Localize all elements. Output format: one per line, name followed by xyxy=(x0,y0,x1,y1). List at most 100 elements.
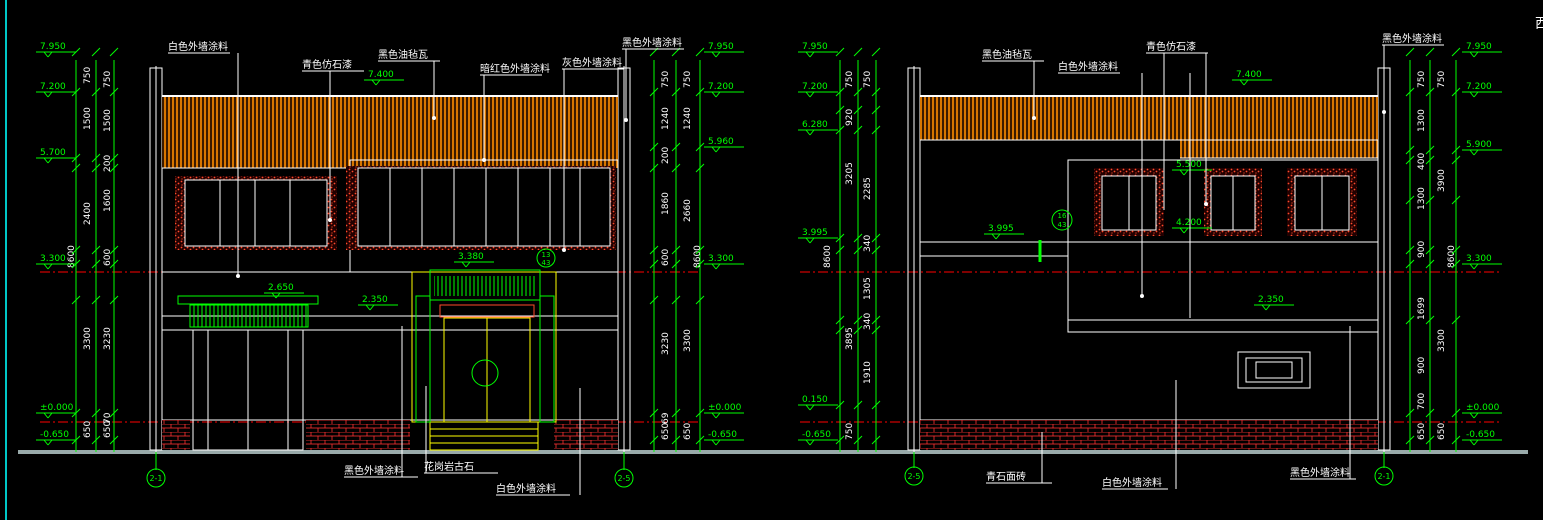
dimension-value: 3300 xyxy=(83,327,93,350)
dimension-value: 650 xyxy=(103,421,113,438)
dimension-value: 750 xyxy=(83,67,93,84)
level-mark: 3.380 xyxy=(458,252,484,262)
dimension-value: 750 xyxy=(845,423,855,440)
dimension-value: 1600 xyxy=(103,189,113,212)
level-mark: -0.650 xyxy=(708,430,737,440)
level-mark: 3.995 xyxy=(988,224,1014,234)
level-mark: 4.200 xyxy=(1176,218,1202,228)
level-mark: 3.300 xyxy=(40,254,66,264)
level-mark: 3.300 xyxy=(1466,254,1492,264)
dimension-value: 1240 xyxy=(683,107,693,130)
level-mark: 6.280 xyxy=(802,120,828,130)
dimension-value: 700 xyxy=(1417,393,1427,410)
dimension-value: 1500 xyxy=(103,109,113,132)
level-mark: -0.650 xyxy=(802,430,831,440)
svg-text:16: 16 xyxy=(1058,212,1067,220)
dimension-value: 1305 xyxy=(863,277,873,300)
dimension-value: 400 xyxy=(1417,153,1427,170)
dimension-total: 8600 xyxy=(67,245,77,268)
dimension-value: 750 xyxy=(683,71,693,88)
material-label: 黑色外墙涂料 xyxy=(344,464,404,477)
dimension-value: 69 xyxy=(661,412,671,424)
dimension-value: 200 xyxy=(103,155,113,172)
detail-ref-right xyxy=(1051,209,1073,231)
detail-ref-left xyxy=(536,248,556,268)
material-label: 白色外墙涂料 xyxy=(168,40,228,53)
material-label: 黑色外墙涂料 xyxy=(622,36,682,49)
svg-text:2-1: 2-1 xyxy=(149,474,162,483)
door-knocker-ornament xyxy=(471,359,499,387)
dimension-value: 750 xyxy=(863,71,873,88)
level-mark: ±0.000 xyxy=(1466,403,1500,413)
dimension-value: 200 xyxy=(661,147,671,164)
svg-text:43: 43 xyxy=(1058,221,1067,229)
dimension-value: 900 xyxy=(1417,241,1427,258)
dimension-value: 750 xyxy=(1417,71,1427,88)
dimension-value: 3300 xyxy=(683,329,693,352)
dimension-value: 600 xyxy=(661,249,671,266)
grid-bubble-left-r xyxy=(904,466,924,486)
dimension-value: 3900 xyxy=(1437,169,1447,192)
level-mark: 7.400 xyxy=(1236,70,1262,80)
dimension-value: 1240 xyxy=(661,107,671,130)
grid-bubble-right-r xyxy=(1374,466,1394,486)
level-mark: 7.200 xyxy=(802,82,828,92)
material-label: 黑色外墙涂料 xyxy=(1382,32,1442,45)
level-mark: 7.950 xyxy=(708,42,734,52)
dimension-total: 8600 xyxy=(693,245,703,268)
dimension-value: 650 xyxy=(683,423,693,440)
grid-bubble-left xyxy=(146,468,166,488)
dimension-value: 650 xyxy=(1437,423,1447,440)
dimension-value: 900 xyxy=(1417,357,1427,374)
level-mark: 5.900 xyxy=(1466,140,1492,150)
dimension-value: 3205 xyxy=(845,162,855,185)
canopy-rail xyxy=(189,304,309,328)
right-elevation: 16 43 2-5 2-1 xyxy=(800,60,1500,486)
level-mark: 7.200 xyxy=(1466,82,1492,92)
material-label: 白色外墙涂料 xyxy=(1102,476,1162,489)
svg-text:2-5: 2-5 xyxy=(907,472,920,481)
dimension-value: 750 xyxy=(103,71,113,88)
dimension-value: 750 xyxy=(845,71,855,88)
brick-plinth-r xyxy=(920,420,1378,450)
svg-text:2-5: 2-5 xyxy=(617,474,630,483)
roof-tiles xyxy=(162,96,618,168)
level-mark: 3.995 xyxy=(802,228,828,238)
dimension-value: 1910 xyxy=(863,361,873,384)
dimension-value: 2660 xyxy=(683,199,693,222)
dimension-value: 750 xyxy=(1437,71,1447,88)
material-label: 花岗岩古石 xyxy=(424,460,474,473)
level-mark: 7.950 xyxy=(802,42,828,52)
material-label: 黑色油毡瓦 xyxy=(982,48,1032,61)
level-mark: ±0.000 xyxy=(40,403,74,413)
window-left xyxy=(184,179,328,247)
material-label: 黑色油毡瓦 xyxy=(378,48,428,61)
level-mark: 0.150 xyxy=(802,395,828,405)
dimension-value: 650 xyxy=(83,421,93,438)
material-label: 青色仿石漆 xyxy=(1146,40,1196,53)
dimension-value: 1699 xyxy=(1417,297,1427,320)
dimension-value: 3300 xyxy=(1437,329,1447,352)
lattice-window xyxy=(1237,351,1311,389)
dimension-value: 3895 xyxy=(845,327,855,350)
level-mark: -0.650 xyxy=(40,430,69,440)
dimension-total: 8600 xyxy=(1447,245,1457,268)
svg-text:13: 13 xyxy=(542,251,551,259)
dimension-value: 2285 xyxy=(863,177,873,200)
material-label: 青色仿石漆 xyxy=(302,58,352,71)
dimension-value: 3230 xyxy=(661,332,671,355)
material-label: 白色外墙涂料 xyxy=(1058,60,1118,73)
material-label: 灰色外墙涂料 xyxy=(562,56,622,69)
dimension-value: 1860 xyxy=(661,192,671,215)
svg-text:2-1: 2-1 xyxy=(1377,472,1390,481)
level-mark: 3.300 xyxy=(708,254,734,264)
level-mark: -0.650 xyxy=(1466,430,1495,440)
dimension-value: 600 xyxy=(103,249,113,266)
corner-text: 西 xyxy=(1535,16,1543,32)
material-label: 黑色外墙涂料 xyxy=(1290,466,1350,479)
level-mark: 2.650 xyxy=(268,283,294,293)
level-mark: 5.700 xyxy=(40,148,66,158)
window-right xyxy=(357,167,611,247)
dimension-value: 1500 xyxy=(83,107,93,130)
roof-tiles-r xyxy=(920,96,1378,140)
